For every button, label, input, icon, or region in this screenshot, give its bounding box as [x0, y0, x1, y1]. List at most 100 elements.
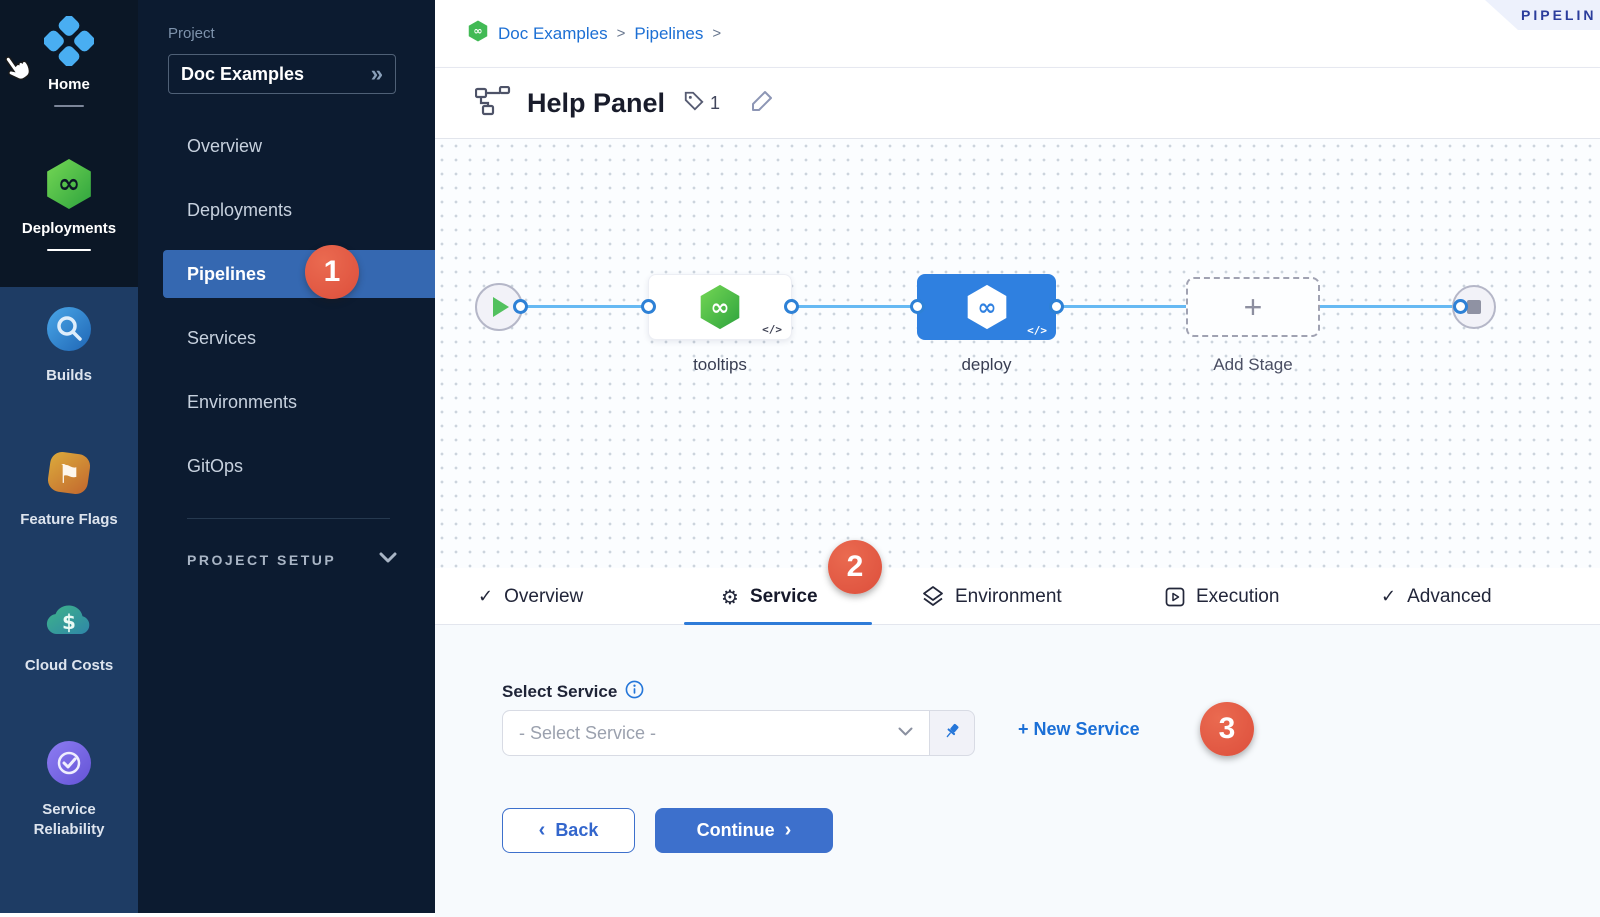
stage-label-deploy: deploy [961, 355, 1012, 374]
pipeline-studio-label: PIPELIN [1521, 7, 1597, 23]
breadcrumb-separator: > [712, 25, 722, 42]
info-icon[interactable] [625, 680, 644, 704]
breadcrumb: ∞ Doc Examples > Pipelines > [467, 20, 721, 47]
execution-icon [1165, 587, 1185, 607]
module-rail: Home ∞ Deployments [0, 0, 138, 917]
stage-hexagon-icon: ∞ [967, 284, 1006, 330]
connector-dot[interactable] [513, 299, 528, 314]
connector-dot[interactable] [641, 299, 656, 314]
code-view-icon: </> [762, 323, 782, 336]
home-active-underline [54, 105, 84, 108]
service-reliability-module-icon [46, 740, 92, 791]
harness-project-icon: ∞ [467, 20, 489, 47]
rail-item-builds[interactable]: Builds [0, 306, 138, 386]
svg-text:⚑: ⚑ [57, 460, 80, 490]
rail-item-label: Deployments [21, 220, 117, 237]
gear-icon: ⚙ [721, 584, 739, 609]
rail-item-service-reliability[interactable]: Service Reliability [0, 740, 138, 841]
pipeline-graph-icon [474, 85, 511, 121]
continue-chevron-icon: › [784, 819, 792, 841]
rail-item-deployments[interactable]: ∞ Deployments [0, 158, 138, 252]
svg-text:∞: ∞ [58, 168, 81, 199]
plus-icon: + [1243, 289, 1263, 325]
select-service-label: Select Service [502, 682, 618, 701]
annotation-badge-2: 2 [828, 540, 882, 594]
check-icon: ✓ [478, 586, 494, 607]
play-start-icon [493, 297, 509, 317]
rail-item-label: Cloud Costs [24, 657, 114, 674]
tab-advanced[interactable]: ✓ Advanced [1381, 585, 1492, 608]
stage-node-deploy[interactable]: ∞ </> [917, 274, 1056, 340]
project-selector[interactable]: Doc Examples » [168, 54, 396, 94]
stage-hexagon-icon: ∞ [700, 284, 740, 330]
tab-overview[interactable]: ✓ Overview [478, 585, 584, 608]
back-button[interactable]: ‹ Back [502, 808, 635, 853]
tab-execution[interactable]: Execution [1165, 568, 1279, 625]
svg-text:∞: ∞ [710, 295, 729, 321]
rail-item-label: Home [48, 76, 90, 93]
pipeline-title-row: Help Panel 1 VISUAL [435, 68, 1600, 188]
edit-pencil-icon[interactable] [750, 89, 774, 118]
tag-count-group[interactable]: 1 [683, 90, 720, 117]
project-setup-label: PROJECT SETUP [187, 552, 337, 568]
tab-service[interactable]: ⚙ Service [721, 584, 818, 609]
svg-text:$: $ [62, 610, 76, 634]
page-title: Help Panel [527, 88, 666, 118]
continue-button[interactable]: Continue › [655, 808, 833, 853]
dropdown-chevron-icon [898, 724, 913, 742]
pipeline-canvas[interactable]: ∞ </> tooltips ∞ </> deploy + Add Stage [435, 139, 1600, 568]
sidebar-item-pipelines[interactable]: Pipelines [163, 250, 435, 298]
svg-text:∞: ∞ [473, 25, 482, 38]
add-stage-button[interactable]: + [1186, 277, 1320, 337]
rail-item-label: Service Reliability [33, 801, 105, 839]
back-chevron-icon: ‹ [538, 819, 546, 841]
harness-logo-icon [43, 15, 95, 71]
project-section-label: Project [168, 25, 215, 42]
rail-item-home[interactable]: Home [0, 15, 138, 108]
check-icon: ✓ [1381, 586, 1397, 607]
stage-label-tooltips: tooltips [693, 355, 747, 374]
project-name: Doc Examples [181, 63, 305, 84]
deployments-module-icon: ∞ [43, 158, 95, 210]
connector-dot[interactable] [910, 299, 925, 314]
breadcrumb-link-pipelines[interactable]: Pipelines [634, 23, 704, 43]
breadcrumb-link-project[interactable]: Doc Examples [498, 23, 608, 43]
sidebar-item-environments[interactable]: Environments [187, 391, 298, 412]
sidebar-item-services[interactable]: Services [187, 327, 257, 348]
tag-count: 1 [710, 93, 721, 113]
main-panel: ∞ Doc Examples > Pipelines > PIPELIN [435, 0, 1600, 917]
breadcrumb-separator: > [616, 25, 626, 42]
new-service-link[interactable]: + New Service [1018, 719, 1140, 739]
annotation-badge-3: 3 [1200, 702, 1254, 756]
sidebar-item-gitops[interactable]: GitOps [187, 455, 244, 476]
svg-text:∞: ∞ [977, 295, 996, 321]
connector-dot[interactable] [1453, 299, 1468, 314]
project-sidebar: Project Doc Examples » Overview Deployme… [138, 0, 435, 913]
sidebar-item-deployments[interactable]: Deployments [187, 199, 293, 220]
tag-icon [683, 90, 705, 117]
select-service-label-row: Select Service [502, 680, 644, 704]
cursor-pointer-icon [0, 50, 36, 91]
stop-end-icon [1467, 300, 1481, 314]
breadcrumb-row: ∞ Doc Examples > Pipelines > PIPELIN [435, 0, 1600, 68]
service-tab-panel: Select Service - Select Service - [435, 625, 1600, 917]
stage-tab-bar: ✓ Overview ⚙ Service Environment [435, 568, 1600, 625]
feature-flags-module-icon: ⚑ [46, 450, 92, 501]
code-view-icon: </> [1027, 324, 1047, 337]
tab-environment[interactable]: Environment [922, 568, 1062, 625]
rail-item-cloud-costs[interactable]: $ Cloud Costs [0, 596, 138, 676]
pin-icon [942, 721, 962, 746]
pin-service-button[interactable] [930, 710, 975, 756]
connector-dot[interactable] [1049, 299, 1064, 314]
expand-sidebar-icon[interactable]: » [370, 61, 383, 86]
active-tab-underline [684, 622, 872, 625]
service-select-dropdown[interactable]: - Select Service - [502, 710, 930, 756]
sidebar-item-overview[interactable]: Overview [187, 135, 263, 156]
stage-node-tooltips[interactable]: ∞ </> [648, 274, 792, 340]
rail-item-feature-flags[interactable]: ⚑ Feature Flags [0, 450, 138, 530]
service-select-group: - Select Service - [502, 710, 975, 756]
project-setup-toggle[interactable]: PROJECT SETUP [187, 551, 397, 569]
connector-dot[interactable] [784, 299, 799, 314]
deployments-active-underline [47, 249, 91, 252]
